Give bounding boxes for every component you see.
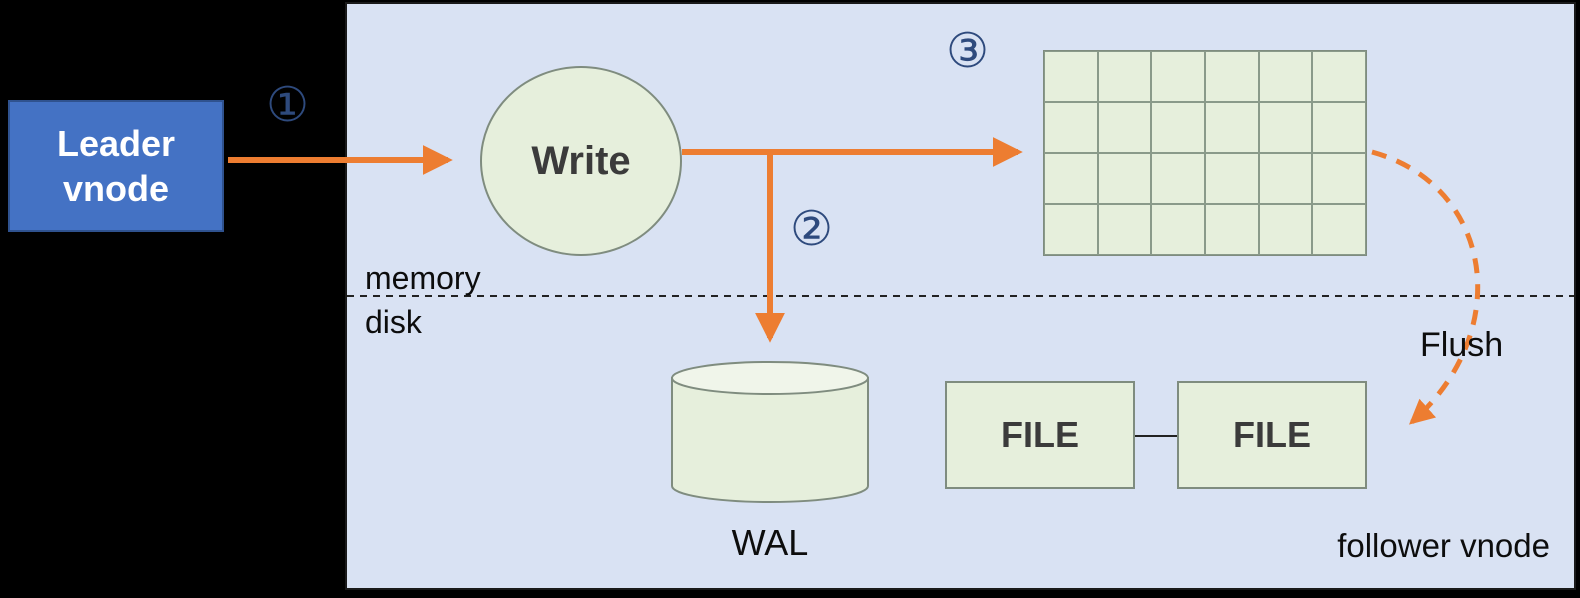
memtable-cell xyxy=(1151,153,1205,204)
memtable-cell xyxy=(1151,51,1205,102)
step-1-badge: ① xyxy=(266,79,310,132)
file-right-label: FILE xyxy=(1233,414,1311,455)
step-2-badge: ② xyxy=(790,203,834,256)
disk-label: disk xyxy=(365,304,422,340)
memtable-cell xyxy=(1044,51,1098,102)
memtable-cell xyxy=(1312,102,1366,153)
memtable-cell xyxy=(1044,204,1098,255)
memtable-cell xyxy=(1097,102,1152,153)
memtable-cell xyxy=(1258,51,1313,102)
memtable-cell xyxy=(1205,204,1259,255)
memtable-cell xyxy=(1151,102,1205,153)
memory-label: memory xyxy=(365,260,481,296)
leader-vnode-box: Leader vnode xyxy=(8,100,224,232)
memtable-cell xyxy=(1044,102,1098,153)
file-box-right: FILE xyxy=(1177,381,1367,489)
memtable-cell xyxy=(1097,153,1152,204)
memtable-cell xyxy=(1258,153,1313,204)
write-label: Write xyxy=(531,138,631,183)
memtable-cell xyxy=(1044,153,1098,204)
memtable-cell xyxy=(1312,204,1366,255)
memtable-cell xyxy=(1097,204,1152,255)
memtable-cell xyxy=(1258,102,1313,153)
leader-vnode-label: Leader vnode xyxy=(56,123,176,209)
memtable-cell xyxy=(1205,102,1259,153)
wal-label: WAL xyxy=(731,522,809,563)
memtable-cell xyxy=(1151,204,1205,255)
step-3-badge: ③ xyxy=(946,25,990,78)
follower-vnode-label: follower vnode xyxy=(1337,527,1550,564)
memtable-cell xyxy=(1097,51,1152,102)
memtable-cell xyxy=(1258,204,1313,255)
write-ellipse: Write xyxy=(480,66,682,256)
file-box-left: FILE xyxy=(945,381,1135,489)
flush-label: Flush xyxy=(1420,326,1504,364)
memtable-cell xyxy=(1205,153,1259,204)
memtable-cell xyxy=(1312,51,1366,102)
memtable-grid xyxy=(1043,50,1367,256)
memtable-cell xyxy=(1312,153,1366,204)
memtable-cell xyxy=(1205,51,1259,102)
file-left-label: FILE xyxy=(1001,414,1079,455)
